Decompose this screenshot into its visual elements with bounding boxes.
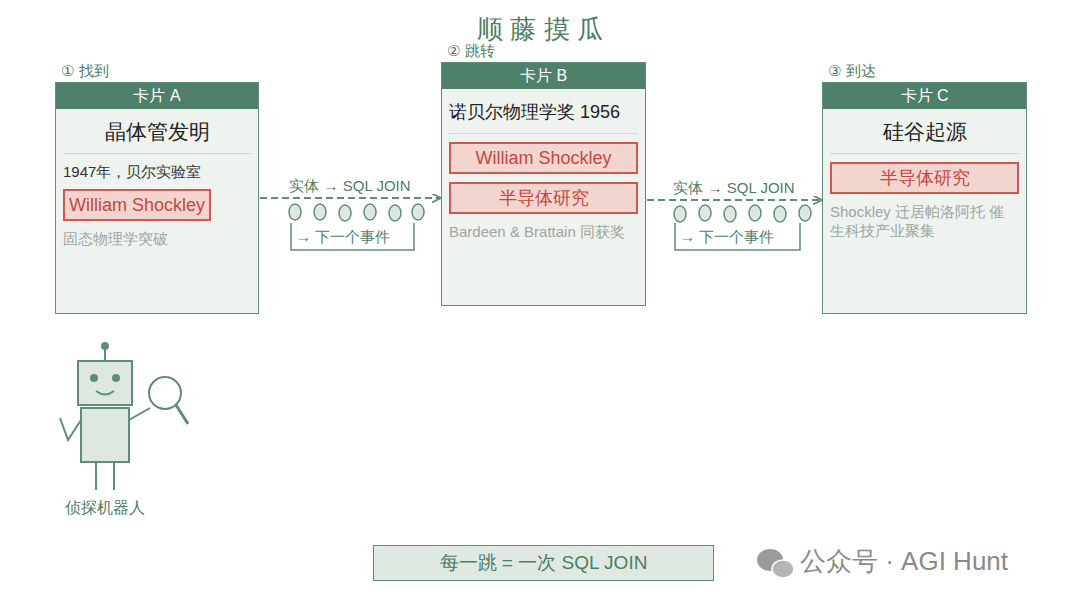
dashed-connector [647, 199, 821, 201]
card-title: 晶体管发明 [63, 119, 251, 145]
entity-name: 半导体研究 [836, 167, 1013, 189]
step-label: ① 找到 [61, 62, 109, 80]
event-card: ② 跳转卡片 B诺贝尔物理学奖 1956William Shockley半导体研… [441, 62, 646, 306]
step-label: ③ 到达 [828, 62, 876, 80]
wechat-icon [757, 549, 794, 578]
watermark: 公众号 · AGI Hunt [800, 547, 1008, 576]
entity-highlight: 半导体研究 [830, 162, 1019, 194]
card-header-band: 卡片 C [823, 83, 1026, 109]
separator [830, 153, 1019, 154]
card-header: 卡片 A [133, 87, 180, 105]
dashed-connector [260, 197, 440, 199]
card-note: Shockley 迁居帕洛阿托 催生科技产业聚集 [830, 202, 1019, 240]
card-title: 诺贝尔物理学奖 1956 [449, 99, 638, 125]
detective-robot [60, 343, 188, 490]
card-note: 固态物理学突破 [63, 229, 251, 248]
connector-label: 实体 → SQL JOIN [671, 179, 796, 197]
card-header-band: 卡片 A [56, 83, 258, 109]
entity-name: 半导体研究 [455, 187, 632, 209]
robot-label: 侦探机器人 [65, 498, 145, 517]
entity-highlight: William Shockley [63, 189, 211, 221]
summary-box: 每一跳 = 一次 SQL JOIN [373, 545, 714, 581]
card-header: 卡片 B [520, 67, 567, 85]
card-note: Bardeen & Brattain 同获奖 [449, 222, 638, 241]
separator [449, 133, 638, 134]
entity-name: William Shockley [69, 194, 205, 216]
diagram-title: 顺 藤 摸 瓜 [0, 14, 1080, 44]
chain-note: → 下一个事件 [680, 228, 774, 246]
separator [63, 153, 251, 154]
chain-note: → 下一个事件 [296, 228, 390, 246]
entity-highlight: 半导体研究 [449, 182, 638, 214]
card-title: 硅谷起源 [830, 119, 1019, 145]
event-card: ① 找到卡片 A晶体管发明1947年，贝尔实验室William Shockley… [55, 82, 259, 314]
summary-text: 每一跳 = 一次 SQL JOIN [440, 552, 648, 574]
connector-label: 实体 → SQL JOIN [287, 177, 412, 195]
card-body: 1947年，贝尔实验室 [63, 162, 251, 181]
step-label: ② 跳转 [447, 42, 495, 60]
entity-highlight: William Shockley [449, 142, 638, 174]
event-card: ③ 到达卡片 C硅谷起源半导体研究Shockley 迁居帕洛阿托 催生科技产业聚… [822, 82, 1027, 314]
card-header-band: 卡片 B [442, 63, 645, 89]
entity-name: William Shockley [455, 147, 632, 169]
card-header: 卡片 C [901, 87, 949, 105]
